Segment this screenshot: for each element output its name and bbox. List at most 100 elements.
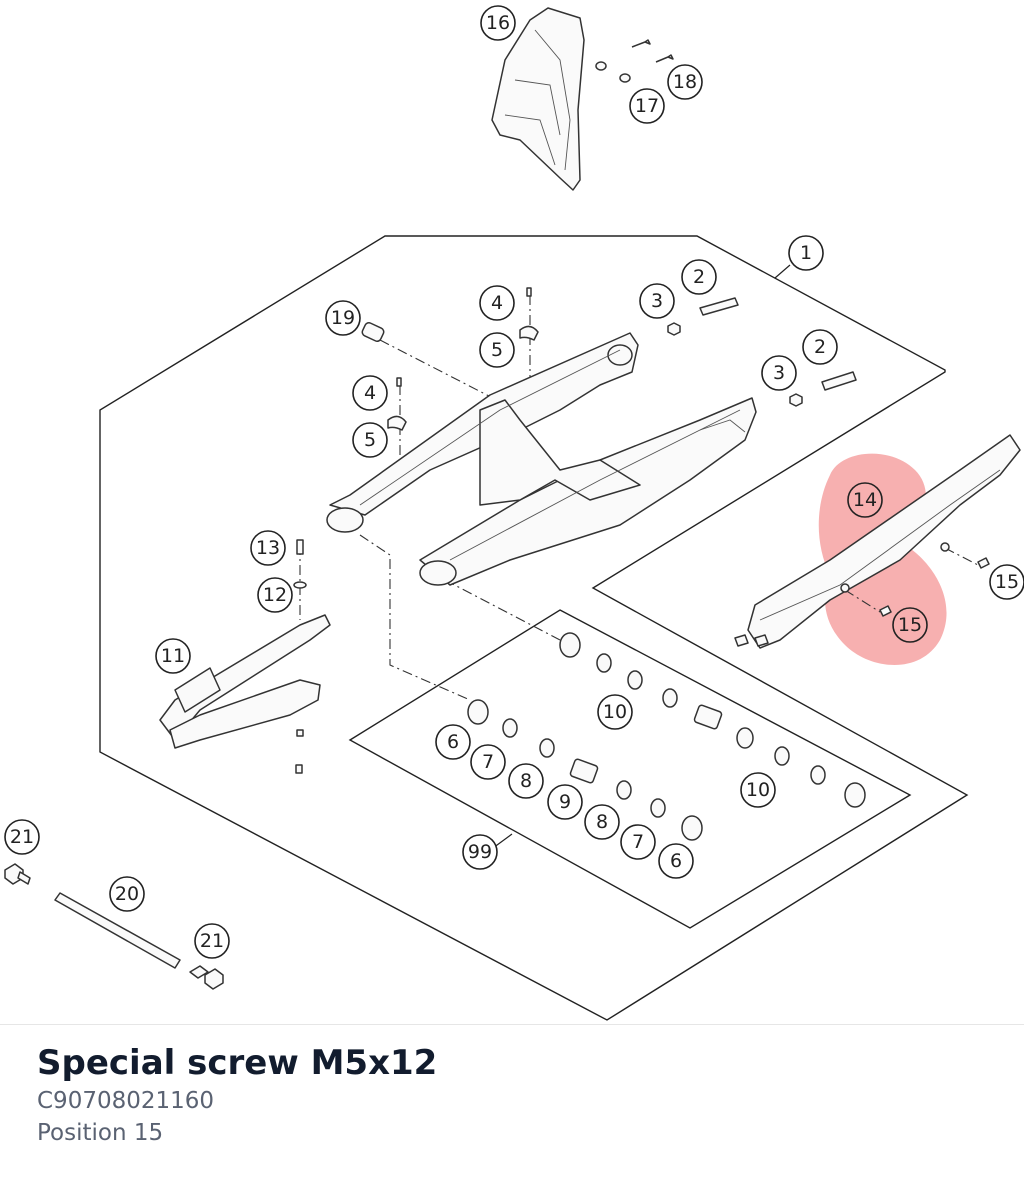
callout-label: 6 (670, 850, 682, 872)
callout-6[interactable]: 6 (658, 843, 694, 879)
callout-8[interactable]: 8 (584, 804, 620, 840)
callout-6[interactable]: 6 (435, 724, 471, 760)
callout-label: 10 (603, 701, 627, 723)
callout-21[interactable]: 21 (4, 819, 40, 855)
callout-17[interactable]: 17 (629, 88, 665, 124)
callout-circle (597, 694, 633, 730)
part-number: C90708021160 (37, 1088, 215, 1114)
callout-circle (155, 638, 191, 674)
callout-13[interactable]: 13 (250, 530, 286, 566)
callout-circle (470, 744, 506, 780)
callout-circle (740, 772, 776, 808)
callout-15[interactable]: 15 (989, 564, 1024, 600)
callout-label: 11 (161, 645, 185, 667)
callout-11[interactable]: 11 (155, 638, 191, 674)
callout-label: 15 (898, 614, 922, 636)
callout-label: 21 (10, 826, 34, 848)
callout-circle (802, 329, 838, 365)
callout-7[interactable]: 7 (470, 744, 506, 780)
callout-4[interactable]: 4 (352, 375, 388, 411)
callout-circle (480, 5, 516, 41)
callout-label: 17 (635, 95, 659, 117)
main-assembly-outline (99, 235, 969, 1021)
callout-label: 9 (559, 791, 571, 813)
part-title: Special screw M5x12 (37, 1043, 438, 1083)
callout-15[interactable]: 15 (892, 607, 928, 643)
leader-1 (774, 264, 791, 279)
callout-label: 13 (256, 537, 280, 559)
callout-circle (352, 422, 388, 458)
callout-4[interactable]: 4 (479, 285, 515, 321)
callout-circle (352, 375, 388, 411)
callout-label: 3 (651, 290, 663, 312)
axis-15b (844, 589, 881, 613)
part-14-chain-guard (734, 434, 1021, 649)
callout-8[interactable]: 8 (508, 763, 544, 799)
callout-label: 99 (468, 841, 492, 863)
callout-circle (584, 804, 620, 840)
callout-circle (508, 763, 544, 799)
callout-label: 8 (520, 770, 532, 792)
callout-3[interactable]: 3 (639, 283, 675, 319)
axis-left (359, 534, 471, 701)
callout-circle (250, 530, 286, 566)
bearing-kit-outline (348, 609, 912, 929)
part-16-cover (491, 7, 585, 191)
callout-circle (325, 300, 361, 336)
callout-16[interactable]: 16 (480, 5, 516, 41)
callout-label: 21 (200, 930, 224, 952)
callout-circle (194, 923, 230, 959)
callout-label: 16 (486, 12, 510, 34)
callout-label: 3 (773, 362, 785, 384)
callout-circle (989, 564, 1024, 600)
axis-right (444, 579, 561, 641)
callout-99[interactable]: 99 (462, 834, 498, 870)
callout-label: 2 (814, 336, 826, 358)
part-info-panel: Special screw M5x12 C90708021160 Positio… (0, 1024, 1024, 1178)
callout-12[interactable]: 12 (257, 577, 293, 613)
part-17-18-fasteners (595, 39, 674, 83)
callout-label: 4 (364, 382, 376, 404)
callout-label: 6 (447, 731, 459, 753)
callout-layer: 1618171232319454514151513121110678987610… (4, 5, 1024, 959)
callout-19[interactable]: 19 (325, 300, 361, 336)
callout-5[interactable]: 5 (479, 332, 515, 368)
callout-10[interactable]: 10 (597, 694, 633, 730)
callout-2[interactable]: 2 (681, 259, 717, 295)
callout-label: 14 (853, 489, 877, 511)
callout-circle (479, 332, 515, 368)
callout-circle (788, 235, 824, 271)
callout-2[interactable]: 2 (802, 329, 838, 365)
callout-18[interactable]: 18 (667, 64, 703, 100)
callout-label: 19 (331, 307, 355, 329)
diagram-svg: 1618171232319454514151513121110678987610… (4, 5, 1024, 1021)
callout-circle (892, 607, 928, 643)
callout-7[interactable]: 7 (620, 824, 656, 860)
part-position: Position 15 (37, 1120, 164, 1146)
callout-1[interactable]: 1 (788, 235, 824, 271)
callout-label: 2 (693, 266, 705, 288)
callout-10[interactable]: 10 (740, 772, 776, 808)
callout-5[interactable]: 5 (352, 422, 388, 458)
callout-circle (667, 64, 703, 100)
callout-label: 12 (263, 584, 287, 606)
callout-circle (435, 724, 471, 760)
callout-circle (639, 283, 675, 319)
callout-9[interactable]: 9 (547, 784, 583, 820)
callout-label: 20 (115, 883, 139, 905)
callout-3[interactable]: 3 (761, 355, 797, 391)
callout-label: 5 (491, 339, 503, 361)
part-2-3-pins (667, 297, 857, 407)
part-11-chain-slider (159, 614, 331, 749)
callout-14[interactable]: 14 (847, 482, 883, 518)
callout-circle (681, 259, 717, 295)
callout-label: 15 (995, 571, 1019, 593)
part-12-13-fasteners (293, 539, 307, 774)
callout-21[interactable]: 21 (194, 923, 230, 959)
callout-label: 8 (596, 811, 608, 833)
callout-20[interactable]: 20 (109, 876, 145, 912)
callout-circle (847, 482, 883, 518)
part-19-bushing (361, 321, 385, 343)
callout-circle (479, 285, 515, 321)
